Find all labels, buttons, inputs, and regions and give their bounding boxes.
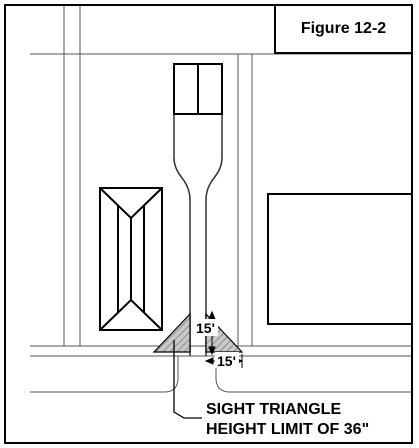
driveway-right-edge xyxy=(205,114,223,346)
dim-horizontal-label-bg xyxy=(215,352,239,368)
dim-vertical-arrow-down xyxy=(208,346,216,356)
property-lines xyxy=(30,6,411,346)
sight-triangle-left xyxy=(152,312,191,353)
dim-vertical-arrow-up xyxy=(208,310,216,320)
dim-vertical-label: 15' xyxy=(196,320,215,336)
callout-line-2: HEIGHT LIMIT OF 36" xyxy=(206,421,369,438)
neighbor-house-left xyxy=(99,187,163,331)
right-curb-return xyxy=(215,356,411,393)
callout-line-1: SIGHT TRIANGLE xyxy=(206,401,341,418)
site-plan-drawing: 15' 15' SIGHT TRIANGLE HEIGHT LIMIT OF 3… xyxy=(30,6,411,438)
neighbor-house-right xyxy=(267,193,411,325)
dim-vertical-label-bg xyxy=(194,319,218,336)
callout-leader xyxy=(173,340,202,419)
figure-frame: 15' 15' SIGHT TRIANGLE HEIGHT LIMIT OF 3… xyxy=(4,4,413,444)
left-curb-return xyxy=(30,356,179,393)
dim-horizontal-label: 15' xyxy=(217,353,236,369)
driveway-left-edge xyxy=(173,114,191,346)
dim-horizontal-arrow-left xyxy=(204,357,214,365)
figure-label: Figure 12-2 xyxy=(274,6,411,54)
garage xyxy=(173,63,223,115)
